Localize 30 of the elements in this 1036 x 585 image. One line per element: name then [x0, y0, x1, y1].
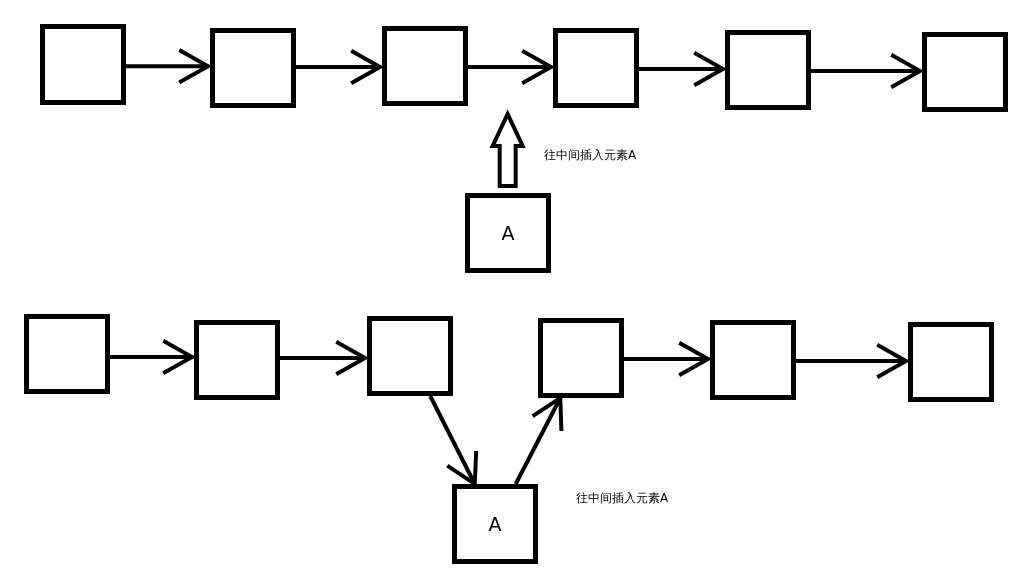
list-node-box — [194, 320, 280, 400]
list-node-box — [382, 26, 468, 106]
arrow — [110, 338, 194, 376]
list-node-box — [538, 318, 624, 398]
arrow — [428, 395, 479, 486]
list-node-box — [710, 320, 796, 400]
arrow — [468, 48, 553, 86]
node-label: A — [488, 513, 502, 535]
arrow — [811, 52, 922, 90]
arrow — [639, 50, 725, 88]
list-node-box — [908, 322, 994, 402]
list-node-box — [24, 314, 110, 394]
arrow — [624, 340, 710, 378]
arrow — [280, 339, 367, 377]
annotation-text: 往中间插入元素A — [576, 490, 669, 507]
arrow — [513, 396, 564, 485]
element-box — [452, 484, 538, 564]
list-node-box — [367, 316, 453, 396]
list-node-box — [922, 32, 1008, 112]
list-node-box — [553, 28, 639, 108]
list-node-box — [210, 28, 296, 108]
element-box — [465, 193, 551, 273]
annotation-text: 往中间插入元素A — [544, 147, 637, 164]
arrow — [126, 48, 210, 85]
node-label: A — [501, 222, 515, 244]
hollow-arrow — [489, 109, 526, 188]
arrow — [796, 342, 908, 380]
list-node-box — [725, 30, 811, 110]
arrow — [296, 48, 382, 86]
list-node-box — [40, 24, 126, 105]
